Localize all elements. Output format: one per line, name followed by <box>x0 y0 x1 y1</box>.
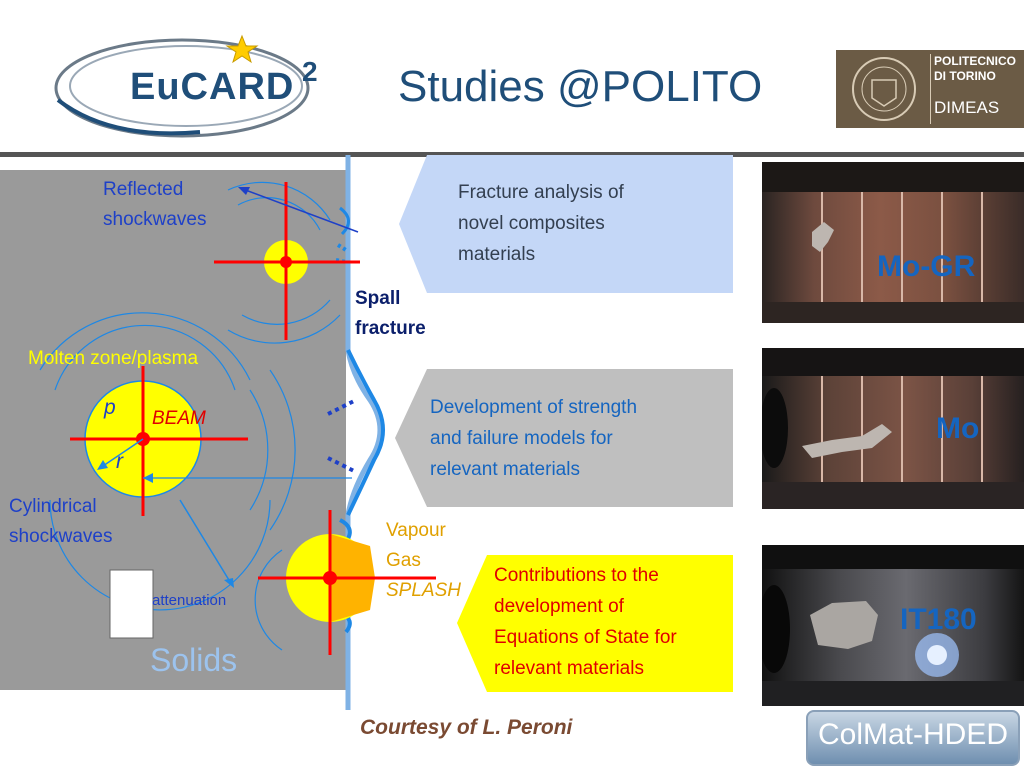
r-label: r <box>116 450 123 473</box>
polito-name-line2: DI TORINO <box>934 69 996 83</box>
callout-1-line: materials <box>458 244 536 265</box>
colmat-hded-text: ColMat-HDED <box>817 718 1009 751</box>
photo-mo: Mo <box>762 348 1024 509</box>
callout-1-line: novel composites <box>458 213 605 234</box>
eucard-logo-text: EuCARD <box>130 66 295 108</box>
cylindrical-shockwaves-label-1: Cylindrical <box>9 496 97 517</box>
photo-label: Mo-GR <box>877 250 976 283</box>
eucard-swoosh-icon <box>54 34 310 138</box>
polito-seal-icon <box>852 57 916 121</box>
page-title: Studies @POLITO <box>398 62 763 111</box>
spall-fracture-label-2: fracture <box>355 318 426 339</box>
sample-stripes <box>762 348 1024 509</box>
callout-2-line: and failure models for <box>430 428 613 449</box>
attenuation-label: attenuation <box>152 592 227 609</box>
callout-1: Fracture analysis of novel composites ma… <box>458 177 624 270</box>
star-icon <box>225 34 259 64</box>
callout-3-line: relevant materials <box>494 658 644 679</box>
reflected-shockwaves-label-2: shockwaves <box>103 209 207 230</box>
polito-logo: POLITECNICO DI TORINO DIMEAS <box>836 50 1024 128</box>
sample-stripes <box>762 162 1024 323</box>
callout-2-shape <box>395 369 733 507</box>
callout-3-line: Contributions to the <box>494 565 659 586</box>
polito-name-line1: POLITECNICO <box>934 54 1017 68</box>
callout-shapes <box>395 155 733 692</box>
free-surface-line <box>345 155 383 710</box>
sample-stripes <box>762 545 1024 706</box>
callout-1-shape <box>399 155 733 293</box>
gas-label: Gas <box>386 550 421 571</box>
shockwave-diagram <box>39 155 436 710</box>
photo-mo-gr: Mo-GR <box>762 162 1024 323</box>
callout-3-shape <box>457 555 733 692</box>
photo-it180: IT180 <box>762 545 1024 706</box>
callout-1-line: Fracture analysis of <box>458 182 624 203</box>
spall-fracture-label-1: Spall <box>355 288 401 309</box>
vapour-label: Vapour <box>386 520 446 541</box>
callout-3: Contributions to the development of Equa… <box>494 560 677 684</box>
courtesy-note: Courtesy of L. Peroni <box>360 716 573 739</box>
photo-label: IT180 <box>900 603 977 636</box>
reflected-shockwaves-label-1: Reflected <box>103 179 184 200</box>
solids-label: Solids <box>150 642 238 678</box>
bulge-line <box>346 349 385 516</box>
callout-3-line: development of <box>494 596 624 617</box>
callout-2-line: relevant materials <box>430 459 580 480</box>
callout-2-line: Development of strength <box>430 397 638 418</box>
cylindrical-shockwaves-label-2: shockwaves <box>9 526 113 547</box>
p-label: p <box>104 396 116 419</box>
eucard-logo-superscript: 2 <box>302 56 318 87</box>
callout-2: Development of strength and failure mode… <box>430 392 637 485</box>
polito-dept: DIMEAS <box>934 98 1000 117</box>
molten-zone-label: Molten zone/plasma <box>28 348 199 369</box>
eucard-logo: EuCARD 2 <box>50 28 340 146</box>
colmat-hded-logo: ColMat-HDED <box>806 710 1020 766</box>
splash-label: SPLASH <box>386 580 461 601</box>
photo-label: Mo <box>936 412 980 445</box>
beam-label: BEAM <box>152 408 206 429</box>
callout-3-line: Equations of State for <box>494 627 677 648</box>
header-divider <box>0 152 1024 157</box>
